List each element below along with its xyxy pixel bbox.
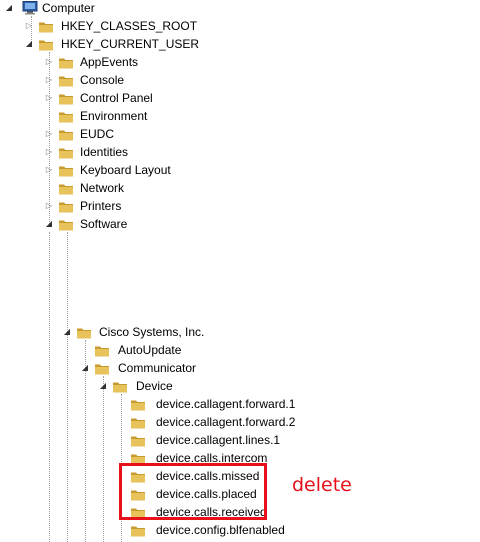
folder-icon [131,400,145,411]
tree-node-label: device.calls.placed [156,487,257,501]
collapsed-arrow-icon[interactable]: ▷ [25,21,33,30]
folder-icon [113,382,127,393]
tree-node-autoupdate[interactable]: AutoUpdate [80,342,240,358]
tree-node-label: device.calls.intercom [156,451,268,465]
folder-icon [59,58,73,69]
tree-node-label: device.callagent.forward.1 [156,397,296,411]
tree-node-label: AppEvents [80,55,139,69]
tree-node-label: device.calls.received [156,505,267,519]
tree-node-label: Computer [42,1,95,15]
folder-icon [59,76,73,87]
delete-highlight-box [119,463,267,520]
folder-icon [39,22,53,33]
folder-icon [95,364,109,375]
folder-icon [131,508,145,519]
tree-node-keyboard-layout[interactable]: ▷ Keyboard Layout [44,162,204,178]
tree-node-cisco-systems[interactable]: ◢ Cisco Systems, Inc. [62,324,242,340]
tree-node-label: device.calls.missed [156,469,260,483]
folder-icon [59,184,73,195]
tree-node-label: device.callagent.forward.2 [156,415,296,429]
tree-node-device-calls-received[interactable]: device.calls.received [116,504,316,520]
tree-node-label: Printers [80,199,122,213]
tree-guide-line [85,340,86,542]
tree-node-control-panel[interactable]: ▷ Control Panel [44,90,204,106]
expanded-arrow-icon[interactable]: ◢ [99,381,107,390]
tree-guide-line [67,232,68,542]
tree-node-hkey-classes-root[interactable]: ▷ HKEY_CLASSES_ROOT [24,18,224,34]
tree-node-label: Control Panel [80,91,153,105]
folder-icon [59,94,73,105]
tree-node-device-config-blfenabled[interactable]: device.config.blfenabled [116,522,316,538]
folder-icon [131,472,145,483]
folder-icon [131,490,145,501]
collapsed-arrow-icon[interactable]: ▷ [45,147,53,156]
tree-node-software[interactable]: ◢ Software [44,216,204,232]
tree-node-device[interactable]: ◢ Device [98,378,238,394]
folder-icon [77,328,91,339]
folder-icon [59,220,73,231]
tree-node-label: Keyboard Layout [80,163,171,177]
folder-icon [95,346,109,357]
folder-icon [39,40,53,51]
tree-node-label: device.callagent.lines.1 [156,433,281,447]
tree-node-device-calls-placed[interactable]: device.calls.placed [116,486,316,502]
tree-node-label: Console [80,73,125,87]
tree-node-label: HKEY_CLASSES_ROOT [61,19,198,33]
tree-node-label: Communicator [118,361,197,375]
folder-icon [59,148,73,159]
folder-icon [131,454,145,465]
tree-node-label: Software [80,217,128,231]
tree-node-device-callagent-lines-1[interactable]: device.callagent.lines.1 [116,432,316,448]
collapsed-arrow-icon[interactable]: ▷ [45,93,53,102]
folder-icon [59,130,73,141]
expanded-arrow-icon[interactable]: ◢ [5,3,13,12]
tree-node-appevents[interactable]: ▷ AppEvents [44,54,204,70]
folder-icon [131,436,145,447]
collapsed-arrow-icon[interactable]: ▷ [45,201,53,210]
folder-icon [59,112,73,123]
tree-node-environment[interactable]: Environment [44,108,204,124]
tree-node-device-calls-intercom[interactable]: device.calls.intercom [116,450,316,466]
delete-annotation: delete [292,474,352,496]
collapsed-arrow-icon[interactable]: ▷ [45,129,53,138]
folder-icon [59,202,73,213]
tree-node-console[interactable]: ▷ Console [44,72,204,88]
tree-guide-line [49,52,50,224]
tree-node-label: EUDC [80,127,115,141]
expanded-arrow-icon[interactable]: ◢ [63,327,71,336]
tree-node-label: Device [136,379,173,393]
collapsed-arrow-icon[interactable]: ▷ [45,165,53,174]
tree-node-computer[interactable]: ◢ Computer [4,0,124,16]
tree-node-device-callagent-forward-1[interactable]: device.callagent.forward.1 [116,396,316,412]
expanded-arrow-icon[interactable]: ◢ [25,39,33,48]
tree-node-printers[interactable]: ▷ Printers [44,198,204,214]
tree-node-network[interactable]: Network [44,180,204,196]
tree-node-device-calls-missed[interactable]: device.calls.missed [116,468,316,484]
tree-node-device-callagent-forward-2[interactable]: device.callagent.forward.2 [116,414,316,430]
folder-icon [59,166,73,177]
folder-icon [131,526,145,537]
tree-node-eudc[interactable]: ▷ EUDC [44,126,204,142]
tree-node-label: device.config.blfenabled [156,523,285,537]
tree-guide-line [103,376,104,542]
tree-node-label: AutoUpdate [118,343,182,357]
tree-node-communicator[interactable]: ◢ Communicator [80,360,240,376]
tree-guide-line [31,16,32,44]
tree-node-label: HKEY_CURRENT_USER [61,37,200,51]
tree-guide-line [49,232,50,542]
tree-node-identities[interactable]: ▷ Identities [44,144,204,160]
folder-icon [131,418,145,429]
collapsed-arrow-icon[interactable]: ▷ [45,75,53,84]
collapsed-arrow-icon[interactable]: ▷ [45,57,53,66]
expanded-arrow-icon[interactable]: ◢ [45,219,53,228]
tree-node-label: Identities [80,145,129,159]
computer-icon [22,1,38,15]
expanded-arrow-icon[interactable]: ◢ [81,363,89,372]
tree-node-label: Cisco Systems, Inc. [99,325,205,339]
tree-node-hkey-current-user[interactable]: ◢ HKEY_CURRENT_USER [24,36,224,52]
tree-node-label: Environment [80,109,148,123]
tree-node-label: Network [80,181,125,195]
